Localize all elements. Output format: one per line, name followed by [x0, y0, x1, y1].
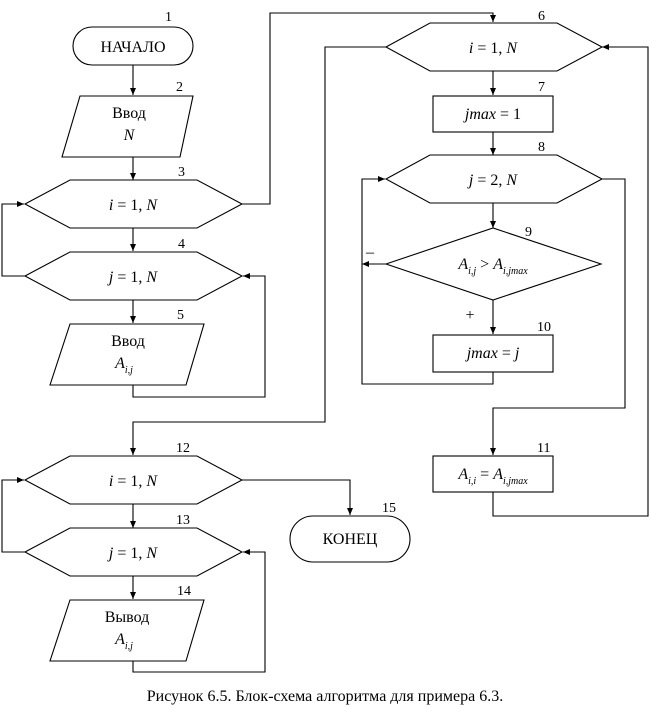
decision-condition: Ai,j > Ai,jmax	[457, 256, 528, 277]
block-number: 12	[176, 441, 190, 456]
block-start: НАЧАЛО 1	[72, 10, 194, 66]
block-number: 7	[538, 80, 545, 95]
block-loop-j-output: j = 1, N 13	[23, 513, 244, 577]
block-decision: Ai,j > Ai,jmax 9 – +	[365, 225, 603, 324]
block-number: 6	[538, 9, 545, 24]
input-label: Ввод	[112, 105, 146, 122]
block-loop-i-search: i = 1, N 6	[384, 9, 604, 72]
input-label: Ввод	[111, 333, 145, 350]
assignment: Ai,i = Ai,jmax	[457, 466, 528, 487]
block-number: 5	[177, 308, 184, 323]
loop-condition: j = 1, N	[107, 269, 158, 286]
branch-no-label: –	[365, 244, 375, 261]
block-loop-i-outer: i = 1, N 3	[23, 165, 244, 229]
block-number: 14	[177, 584, 191, 599]
loop-condition: i = 1, N	[469, 40, 518, 57]
loop-condition: j = 2, N	[467, 172, 518, 189]
block-loop-j-search: j = 2, N 8	[384, 140, 604, 204]
output-label: Вывод	[105, 609, 150, 626]
input-variable: N	[123, 127, 136, 144]
block-input-a: Ввод Ai,j 5	[49, 308, 205, 386]
branch-yes-label: +	[465, 307, 474, 324]
block-loop-j-inner: j = 1, N 4	[23, 237, 244, 301]
loop-condition: j = 1, N	[107, 545, 158, 562]
block-end-text: КОНЕЦ	[323, 531, 378, 548]
figure-caption: Рисунок 6.5. Блок-схема алгоритма для пр…	[146, 688, 504, 705]
block-number: 13	[176, 513, 190, 528]
block-loop-i-output: i = 1, N 12	[23, 441, 244, 505]
block-input-n: Ввод N 2	[61, 80, 194, 158]
block-number: 1	[165, 10, 172, 25]
block-number: 4	[178, 237, 185, 252]
block-assign-jmax-init: jmax = 1 7	[432, 80, 554, 133]
block-number: 11	[537, 441, 550, 456]
block-assign-diagonal: Ai,i = Ai,jmax 11	[432, 441, 554, 493]
loop-condition: i = 1, N	[109, 473, 158, 490]
block-number: 9	[525, 225, 532, 240]
input-variable: Ai,j	[114, 355, 133, 376]
block-number: 2	[176, 80, 183, 95]
block-assign-jmax: jmax = j 10	[432, 320, 554, 373]
assignment: jmax = 1	[463, 106, 521, 123]
loop-condition: i = 1, N	[109, 197, 158, 214]
connectors	[1, 12, 649, 673]
block-output-a: Вывод Ai,j 14	[49, 584, 205, 662]
block-number: 15	[382, 501, 396, 516]
block-number: 10	[537, 320, 551, 335]
block-number: 3	[178, 165, 185, 180]
block-start-text: НАЧАЛО	[100, 39, 165, 56]
output-variable: Ai,j	[114, 631, 133, 652]
block-number: 8	[538, 140, 545, 155]
assignment: jmax = j	[465, 345, 520, 362]
block-end: КОНЕЦ 15	[289, 501, 411, 563]
